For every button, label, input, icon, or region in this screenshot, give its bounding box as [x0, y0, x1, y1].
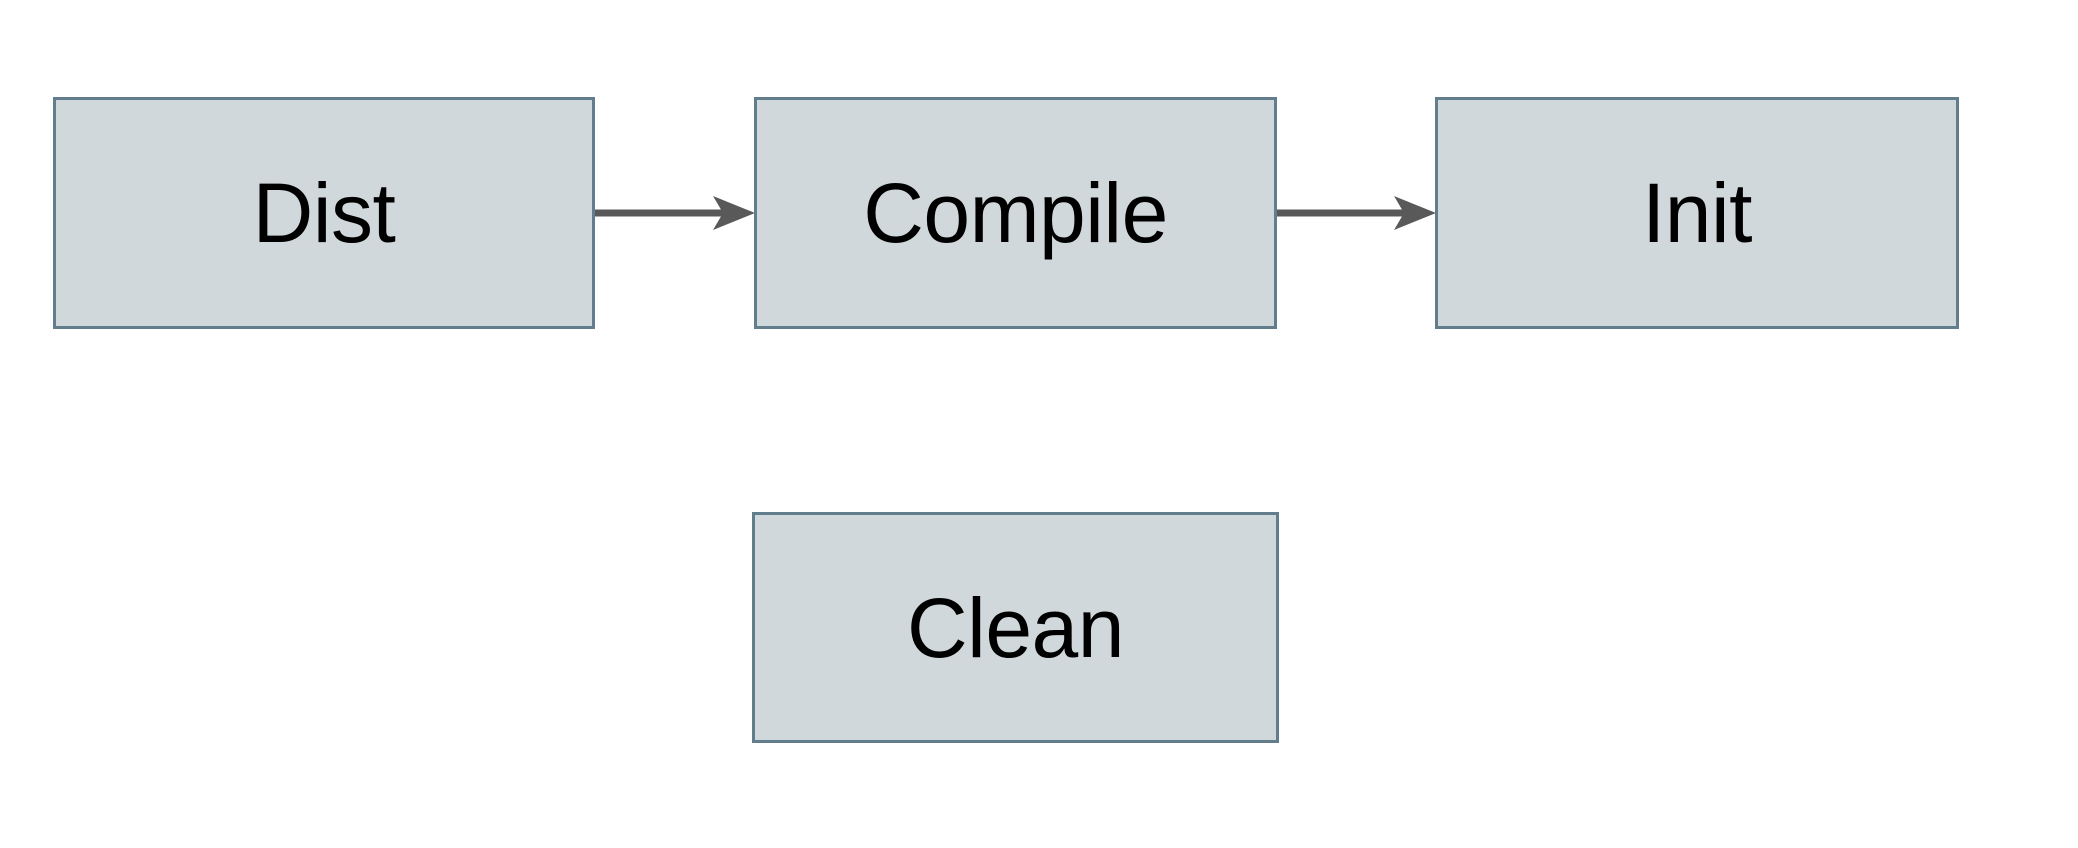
node-clean-label: Clean	[907, 580, 1124, 675]
stealth-arrow-icon	[595, 196, 755, 230]
node-dist-label: Dist	[252, 166, 396, 260]
node-compile[interactable]: Compile	[754, 97, 1277, 329]
node-compile-label: Compile	[863, 166, 1168, 260]
stealth-arrow-icon	[1277, 196, 1436, 230]
edge-dist-to-compile[interactable]	[595, 193, 755, 233]
edge-compile-to-init[interactable]	[1277, 193, 1436, 233]
node-init[interactable]: Init	[1435, 97, 1959, 329]
node-init-label: Init	[1641, 166, 1753, 260]
node-clean[interactable]: Clean	[752, 512, 1279, 743]
node-dist[interactable]: Dist	[53, 97, 595, 329]
